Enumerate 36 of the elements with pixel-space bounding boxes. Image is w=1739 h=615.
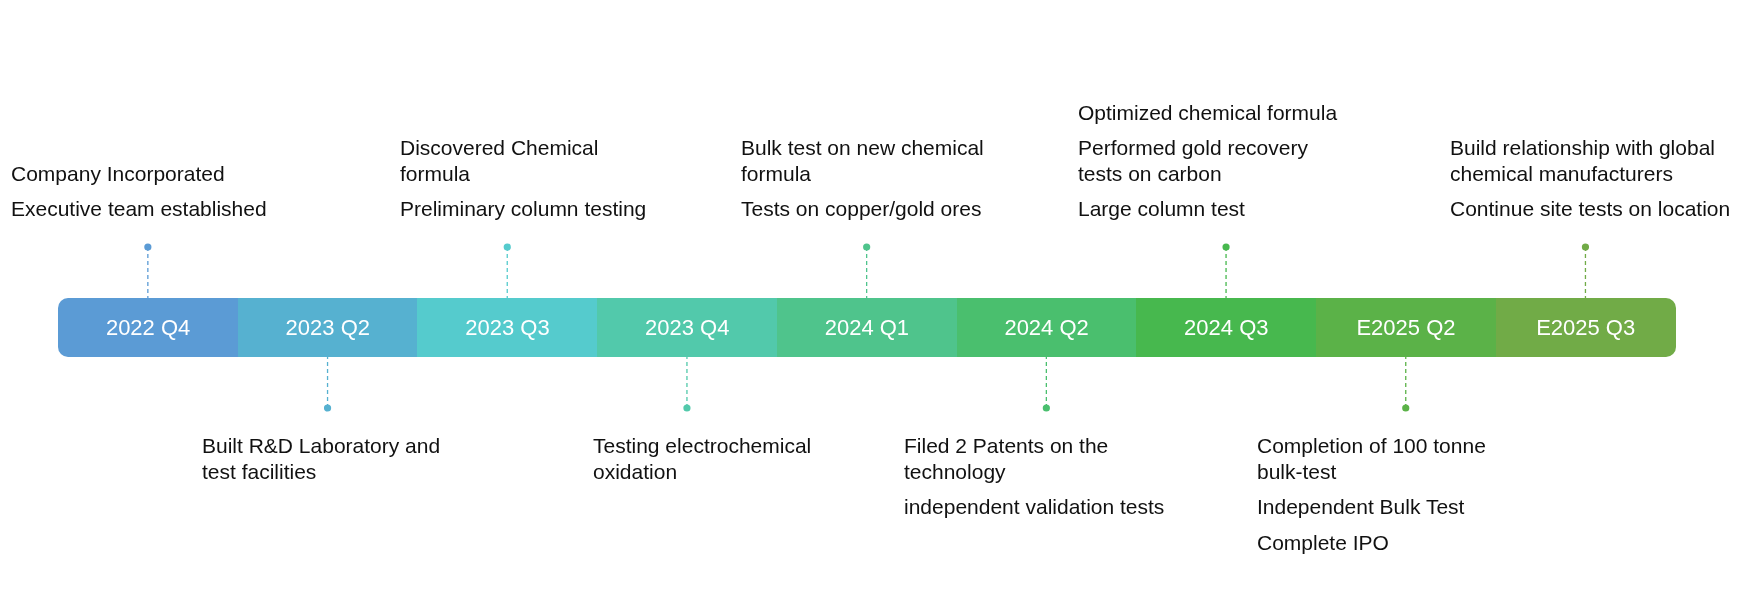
leader-line <box>863 243 871 299</box>
timeline-segment: E2025 Q3 <box>1495 298 1676 357</box>
leader-line <box>1581 243 1590 299</box>
milestone-text: Executive team established <box>11 196 268 222</box>
leader-line <box>1402 356 1410 412</box>
timeline-segment: 2023 Q2 <box>237 298 418 357</box>
milestone-text: Independent Bulk Test <box>1257 494 1466 520</box>
milestone-text: Completion of 100 tonne bulk-test <box>1257 433 1487 485</box>
timeline-segment: 2023 Q3 <box>417 298 598 357</box>
leader-line <box>503 243 511 299</box>
milestone-text: Filed 2 Patents on the technology <box>904 433 1110 485</box>
timeline-segment: 2022 Q4 <box>58 298 239 357</box>
milestone-text: Complete IPO <box>1257 529 1390 556</box>
milestone-text: Performed gold recovery tests on carbon <box>1078 135 1309 187</box>
milestone-text: Tests on copper/gold ores <box>741 196 983 222</box>
milestone-text: Preliminary column testing <box>400 196 648 222</box>
milestone-text: Continue site tests on location <box>1450 196 1732 222</box>
milestone-text: Testing electrochemical oxidation <box>593 433 813 485</box>
leader-line <box>1222 243 1230 299</box>
leader-line <box>144 243 152 299</box>
timeline-segment: 2024 Q2 <box>956 298 1137 357</box>
leader-line <box>323 356 332 412</box>
timeline-segment: 2023 Q4 <box>597 298 778 357</box>
milestone-text: Build relationship with global chemical manufacturers <box>1450 135 1716 187</box>
timeline-segment: 2024 Q3 <box>1136 298 1317 357</box>
milestone-text: Optimized chemical formula <box>1078 99 1339 126</box>
milestone-text: Large column test <box>1078 196 1246 222</box>
milestone-text: Built R&D Laboratory and test facilities <box>202 433 442 485</box>
milestone-text: independent validation tests <box>904 494 1166 520</box>
leader-line <box>683 356 691 412</box>
leader-line <box>1042 356 1050 412</box>
timeline-segment: 2024 Q1 <box>776 298 957 357</box>
milestone-text: Bulk test on new chemical formula <box>741 135 985 187</box>
timeline-segment: E2025 Q2 <box>1315 298 1497 357</box>
milestone-text: Discovered Chemical formula <box>400 135 600 187</box>
milestone-text: Company Incorporated <box>11 160 226 187</box>
